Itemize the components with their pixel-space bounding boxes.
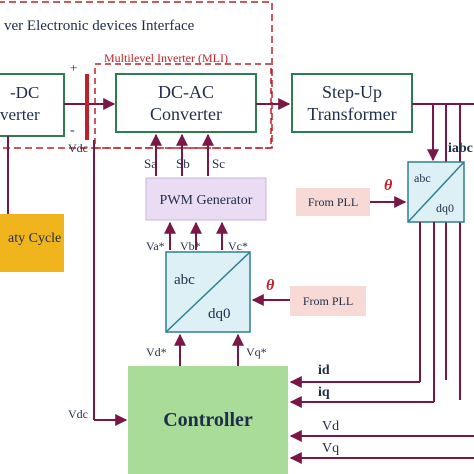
minus-sign: - xyxy=(70,123,75,138)
abc-dq0-main-bottom: dq0 xyxy=(208,306,231,322)
pll-main-label: From PLL xyxy=(303,294,353,308)
interface-title: ver Electronic devices Interface xyxy=(4,18,195,34)
duty-cycle-label: aty Cycle xyxy=(8,231,61,246)
sa-label: Sa xyxy=(144,156,157,171)
vd-label: Vd xyxy=(322,419,339,434)
vq-ref-label: Vq* xyxy=(246,345,267,359)
abc-dq0-right-bottom: dq0 xyxy=(436,201,454,215)
dc-bus-bar xyxy=(85,74,89,140)
controller-block xyxy=(128,366,288,474)
vq-label: Vq xyxy=(322,441,339,456)
va-ref-label: Va* xyxy=(146,239,165,253)
plus-sign: + xyxy=(70,60,77,75)
pwm-generator-block xyxy=(145,177,267,221)
pll-main-block xyxy=(290,286,366,316)
sc-label: Sc xyxy=(212,156,225,171)
mli-label: Multilevel Inverter (MLI) xyxy=(104,51,228,65)
vdc-top-label: Vdc xyxy=(68,141,88,155)
iabc-label: iabc xyxy=(448,141,473,156)
theta-main-label: θ xyxy=(266,277,275,294)
dcdc-label-line1: -DC xyxy=(10,83,39,102)
theta-right-label: θ xyxy=(384,177,393,194)
id-label: id xyxy=(318,363,330,378)
transformer-label-line2: Transformer xyxy=(307,104,396,124)
vd-ref-label: Vd* xyxy=(146,345,167,359)
vdc-bottom-label: Vdc xyxy=(68,407,88,421)
pwm-generator-label: PWM Generator xyxy=(160,193,253,208)
duty-cycle-block xyxy=(0,214,64,272)
pll-right-block xyxy=(296,188,370,216)
vc-ref-label: Vc* xyxy=(228,239,248,253)
transformer-label-line1: Step-Up xyxy=(322,82,382,102)
iq-label: iq xyxy=(318,385,330,400)
dcdc-label-line2: verter xyxy=(0,105,40,124)
dcac-label-line2: Converter xyxy=(150,104,222,124)
abc-dq0-right-top: abc xyxy=(414,171,431,185)
dcac-label-line1: DC-AC xyxy=(158,82,214,102)
dcac-converter-block xyxy=(115,73,257,133)
vb-ref-label: Vb* xyxy=(180,239,201,253)
abc-dq0-main-top: abc xyxy=(174,272,195,288)
sb-label: Sb xyxy=(176,156,190,171)
pll-right-label: From PLL xyxy=(308,195,358,209)
transformer-block xyxy=(291,73,413,133)
controller-label: Controller xyxy=(163,409,253,431)
